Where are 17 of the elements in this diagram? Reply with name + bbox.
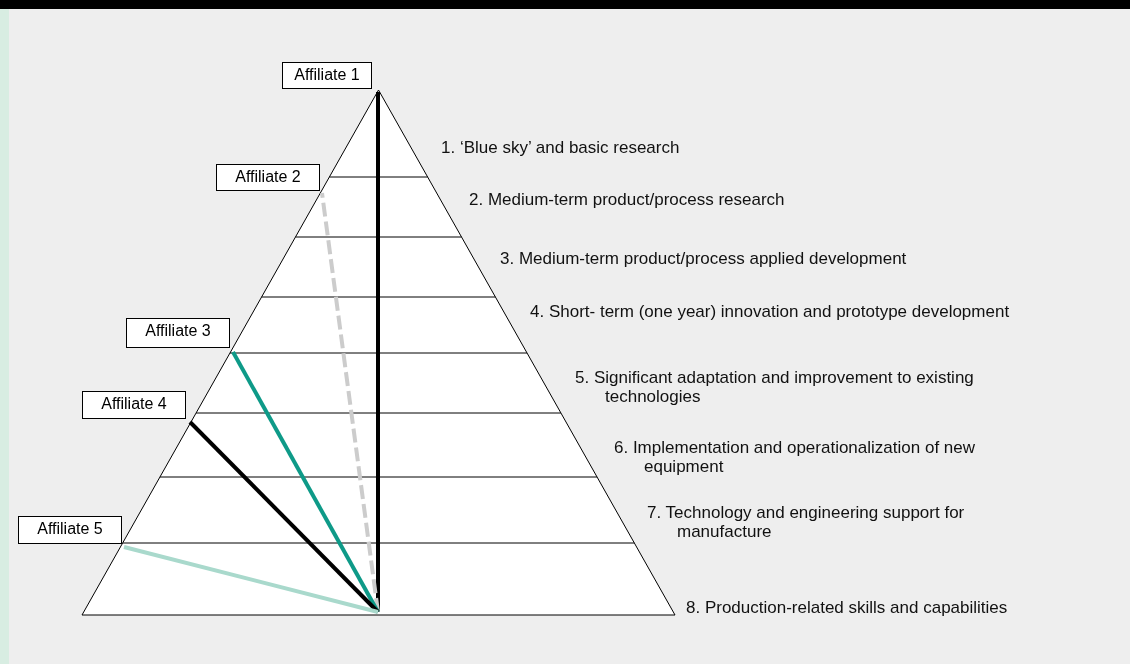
affiliate-label-box: Affiliate 1 [282, 62, 372, 89]
level-label: 7. Technology and engineering support for manufacture [647, 503, 966, 541]
affiliate-label-box: Affiliate 3 [126, 318, 230, 348]
level-label: 8. Production-related skills and capabilities [686, 598, 1009, 617]
level-label: 6. Implementation and operationalization of new equipment [614, 438, 976, 476]
level-label: 1. ‘Blue sky’ and basic research [441, 138, 681, 157]
affiliate-label-box: Affiliate 4 [82, 391, 186, 419]
range-line [320, 192, 380, 613]
level-label: 4. Short- term (one year) innovation and prototype development [530, 302, 1011, 321]
range-line [188, 420, 380, 614]
range-line [231, 351, 380, 613]
level-label: 2. Medium-term product/process research [469, 190, 786, 209]
affiliate-label-box: Affiliate 5 [18, 516, 122, 544]
level-label: 3. Medium-term product/process applied development [500, 249, 908, 268]
level-label: 5. Significant adaptation and improvement to existing technologies [575, 368, 975, 406]
affiliate-label-box: Affiliate 2 [216, 164, 320, 191]
range-line [123, 545, 379, 614]
